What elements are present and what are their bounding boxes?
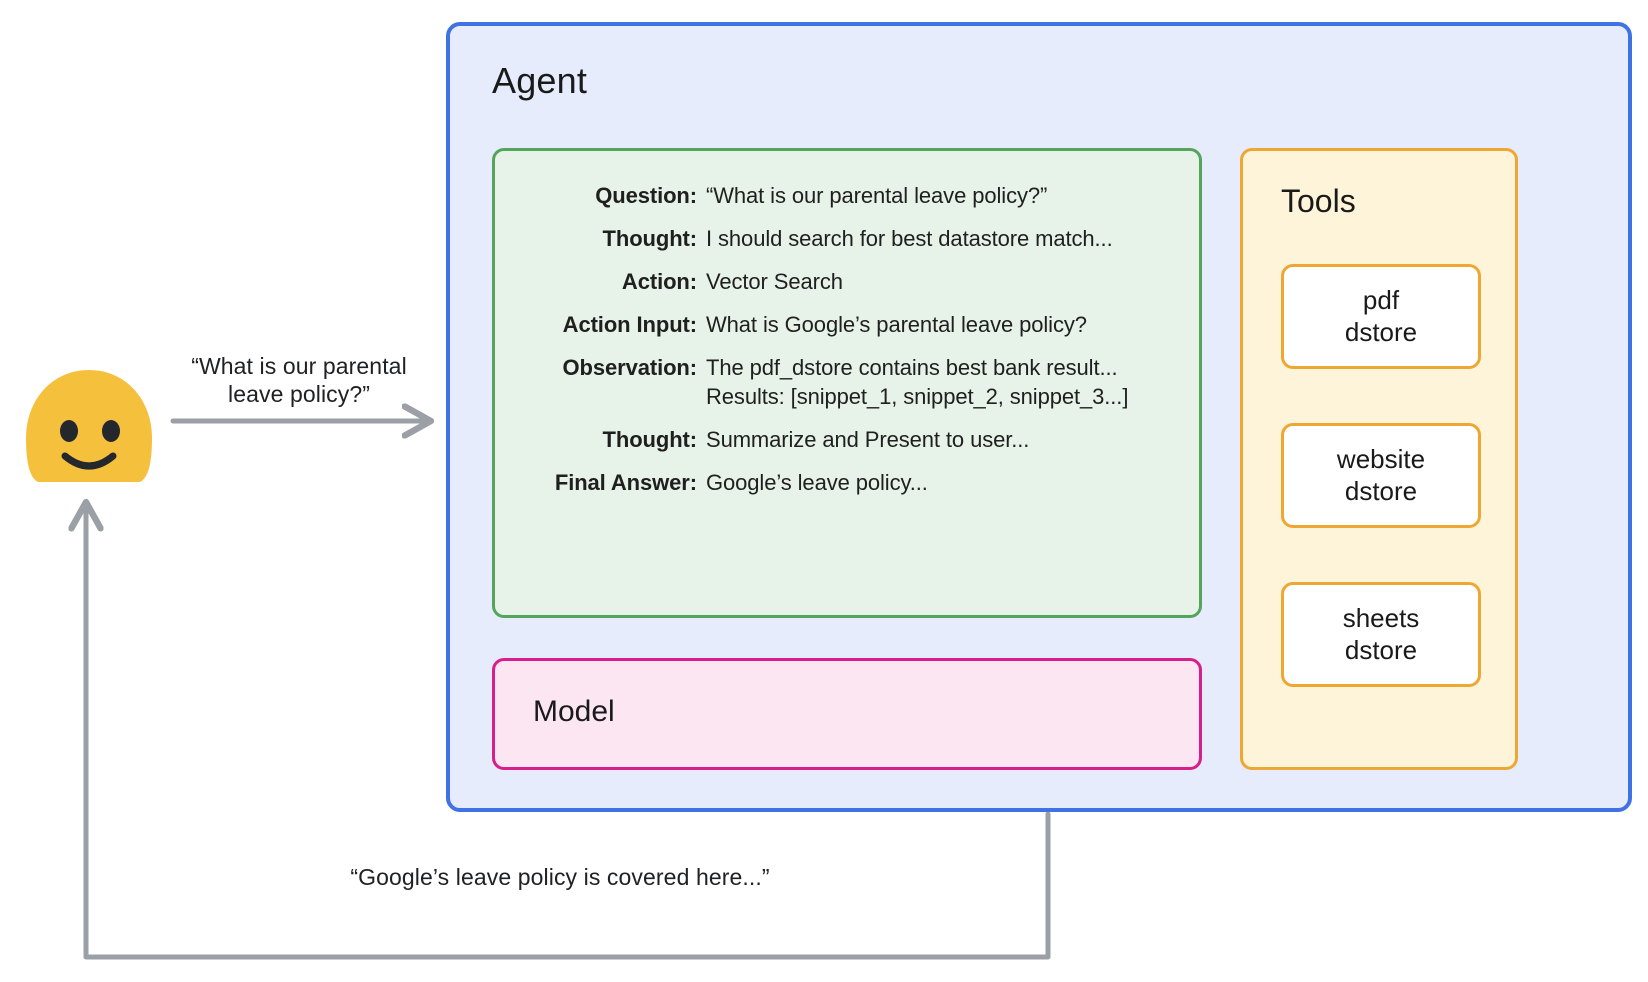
avatar-smile xyxy=(61,452,117,470)
tool-card-sheets-dstore-line2: dstore xyxy=(1344,634,1418,665)
tool-card-website-dstore-line2: dstore xyxy=(1344,475,1418,506)
model-panel: Model xyxy=(492,658,1202,770)
trace-label-observation: Observation: xyxy=(562,355,698,380)
tool-card-website-dstore[interactable]: website dstore xyxy=(1281,423,1481,528)
avatar-eye-right xyxy=(102,420,120,442)
trace-label-thought-2: Thought: xyxy=(602,427,698,452)
model-title: Model xyxy=(533,695,615,728)
tools-title: Tools xyxy=(1281,183,1356,219)
trace-value-question: “What is our parental leave policy?” xyxy=(706,183,1048,208)
tool-card-pdf-dstore-line2: dstore xyxy=(1344,316,1418,347)
trace-value-thought-2: Summarize and Present to user... xyxy=(706,427,1030,452)
trace-label-thought-1: Thought: xyxy=(602,226,698,251)
trace-value-observation-line2: Results: [snippet_1, snippet_2, snippet_… xyxy=(706,384,1129,409)
smiley-blob-avatar xyxy=(22,368,156,486)
trace-label-final-answer: Final Answer: xyxy=(554,470,697,495)
react-trace-panel: Question: “What is our parental leave po… xyxy=(492,148,1202,618)
trace-value-action-input: What is Google’s parental leave policy? xyxy=(706,312,1087,337)
tool-card-pdf-dstore-line1: pdf xyxy=(1362,285,1400,316)
agent-title: Agent xyxy=(492,60,588,101)
user-question-caption-line2: leave policy?” xyxy=(227,381,371,408)
trace-value-action: Vector Search xyxy=(706,269,843,294)
user-question-caption: “What is our parental leave policy?” xyxy=(172,352,426,408)
trace-value-observation: The pdf_dstore contains best bank result… xyxy=(706,355,1199,410)
react-trace-rows: Question: “What is our parental leave po… xyxy=(495,183,1199,496)
avatar-eye-left xyxy=(60,420,78,442)
tools-panel: Tools pdf dstore website dstore sheets d… xyxy=(1240,148,1518,770)
tool-card-sheets-dstore[interactable]: sheets dstore xyxy=(1281,582,1481,687)
tool-card-sheets-dstore-line1: sheets xyxy=(1342,603,1420,634)
agent-container: Agent Question: “What is our parental le… xyxy=(446,22,1632,812)
trace-label-action-input: Action Input: xyxy=(562,312,697,337)
tool-card-pdf-dstore[interactable]: pdf dstore xyxy=(1281,264,1481,369)
trace-value-final-answer: Google’s leave policy... xyxy=(706,470,928,495)
trace-label-action: Action: xyxy=(621,269,697,294)
tool-card-website-dstore-line1: website xyxy=(1336,444,1426,475)
trace-label-question: Question: xyxy=(595,183,697,208)
agent-answer-caption: “Google’s leave policy is covered here..… xyxy=(350,864,770,890)
trace-value-observation-line1: The pdf_dstore contains best bank result… xyxy=(706,355,1118,380)
trace-value-thought-1: I should search for best datastore match… xyxy=(706,226,1113,251)
user-question-caption-line1: “What is our parental xyxy=(191,353,407,379)
